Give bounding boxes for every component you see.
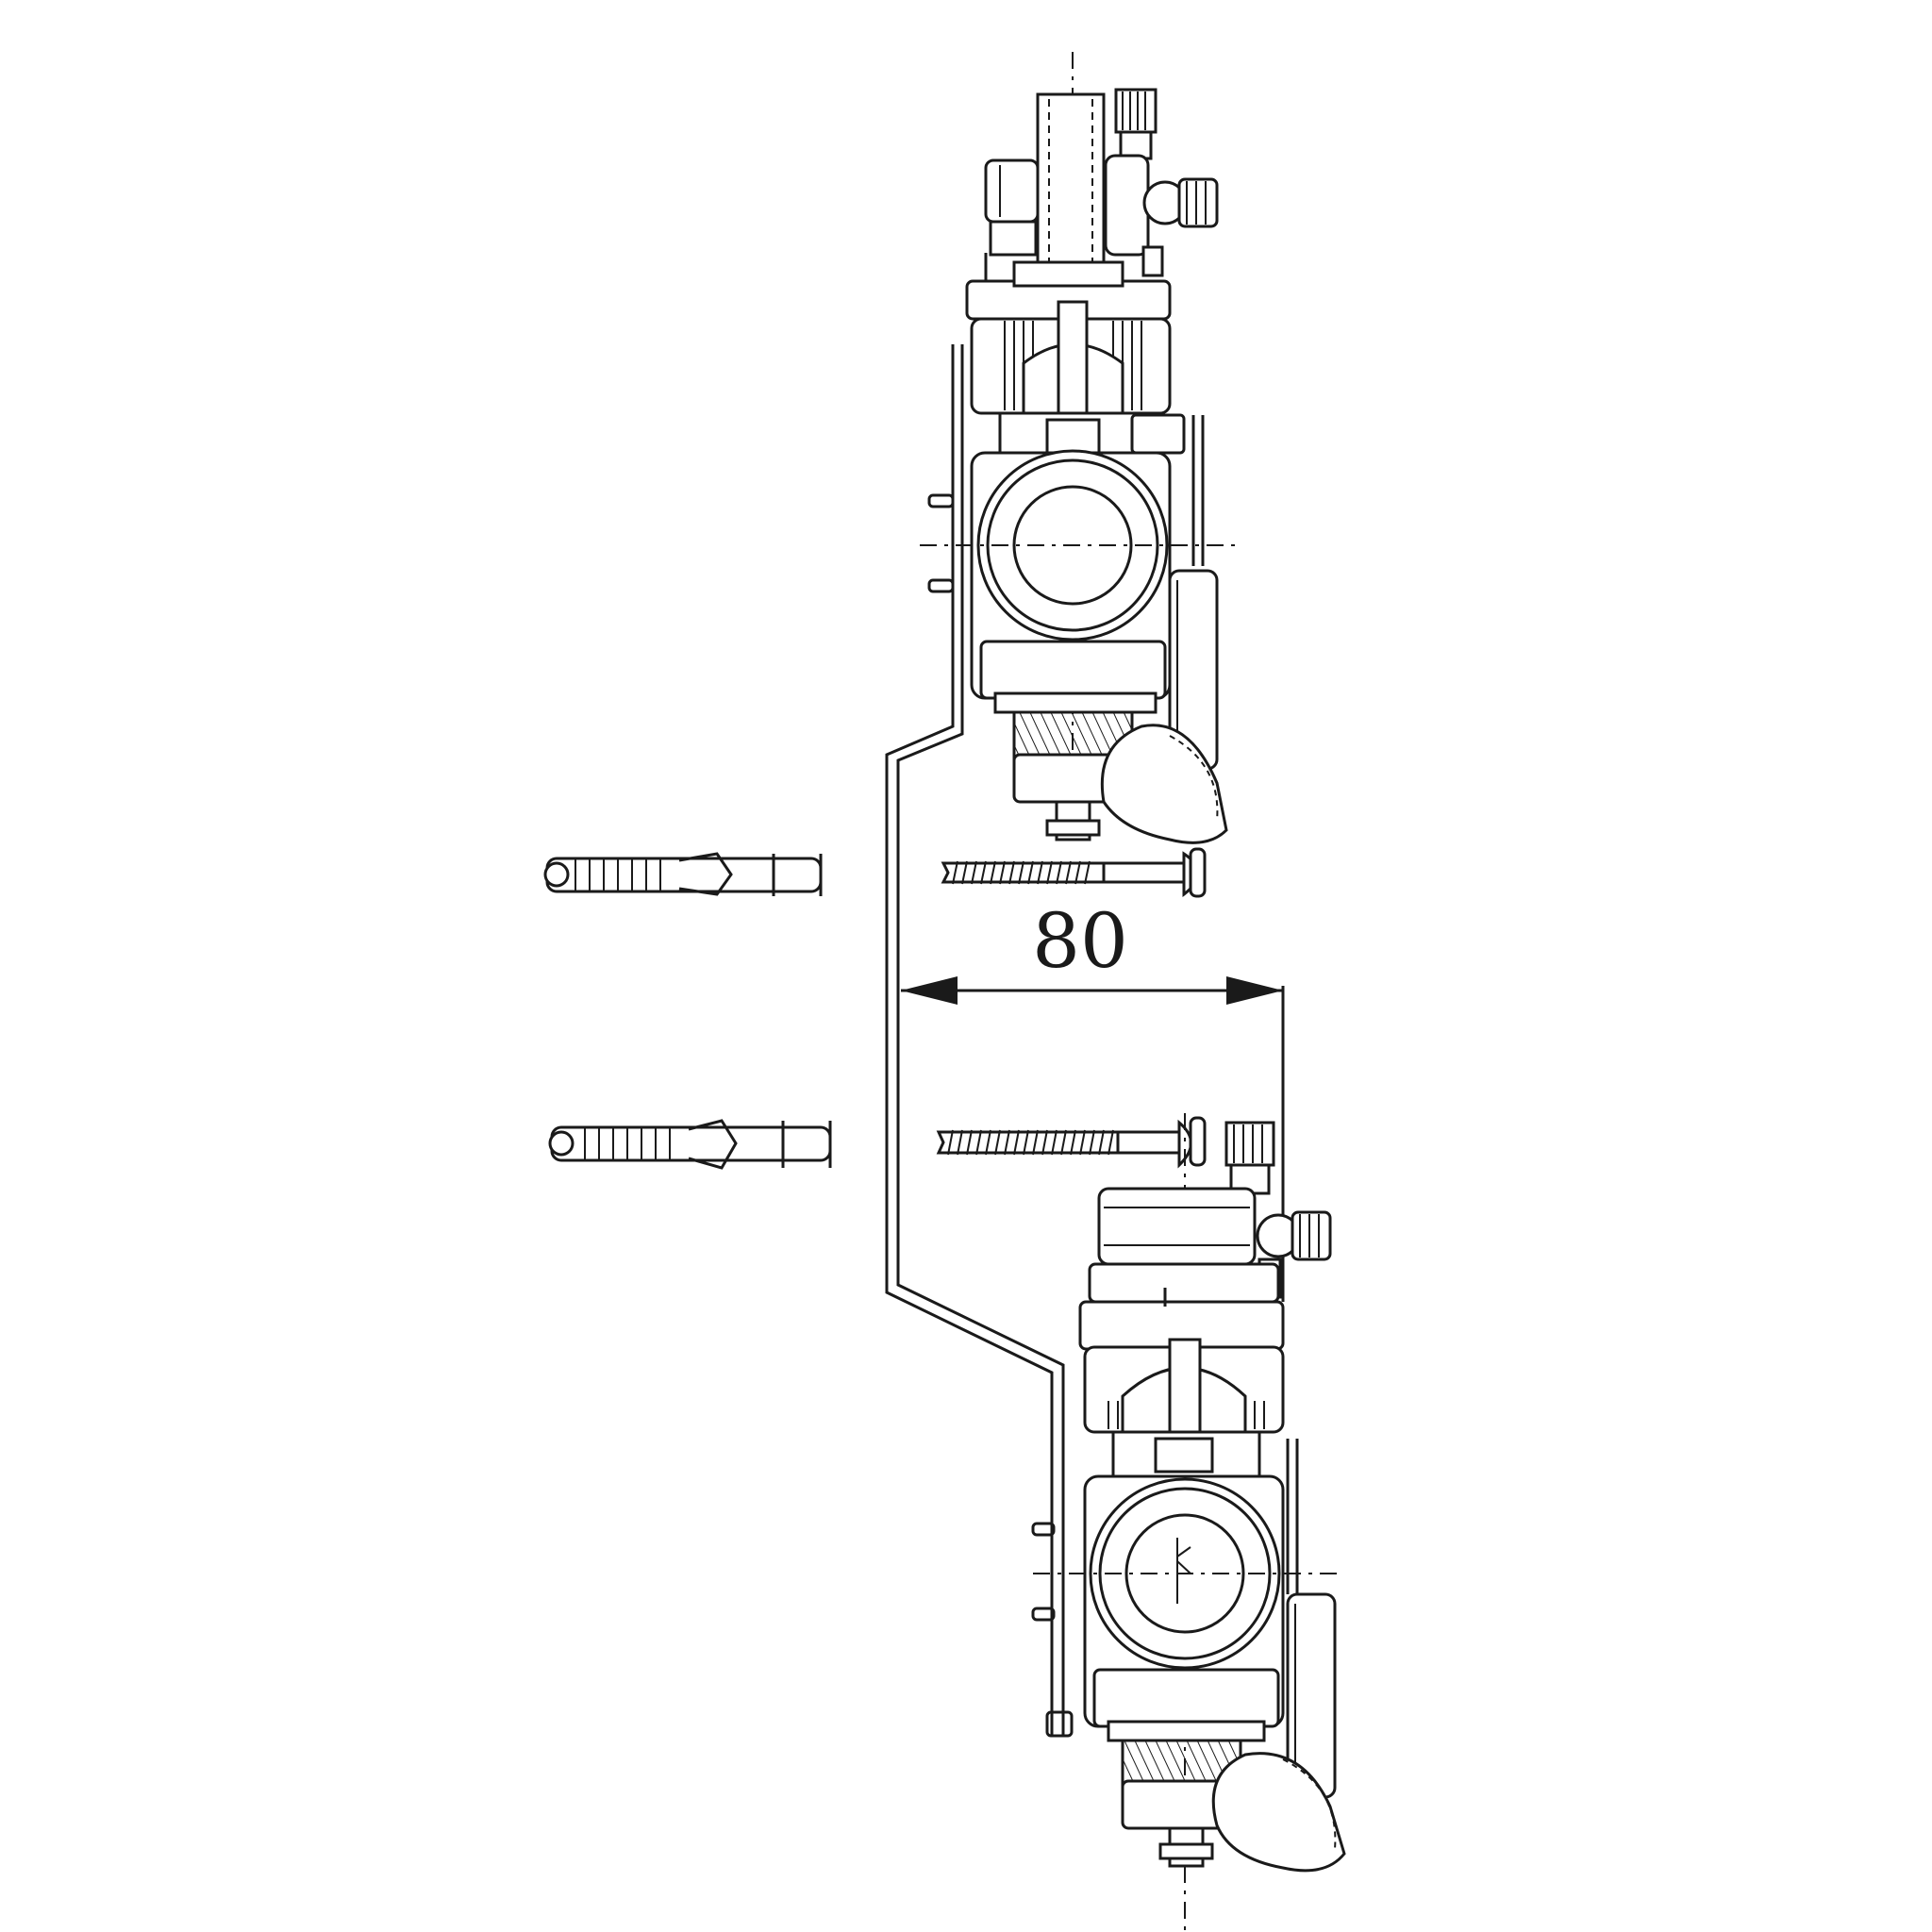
mounting-bracket (885, 344, 1065, 1736)
lower-valve-assembly (1033, 1113, 1346, 1932)
screw-lower (936, 1116, 1207, 1169)
screw-upper (941, 847, 1207, 898)
upper-valve-assembly (920, 52, 1236, 844)
dimension-80: 80 (901, 897, 1285, 1302)
wall-plug-lower (548, 1119, 832, 1170)
bracket-tabs (927, 493, 1074, 1738)
wall-plug-upper (543, 852, 823, 896)
dimension-label: 80 (1032, 897, 1128, 985)
